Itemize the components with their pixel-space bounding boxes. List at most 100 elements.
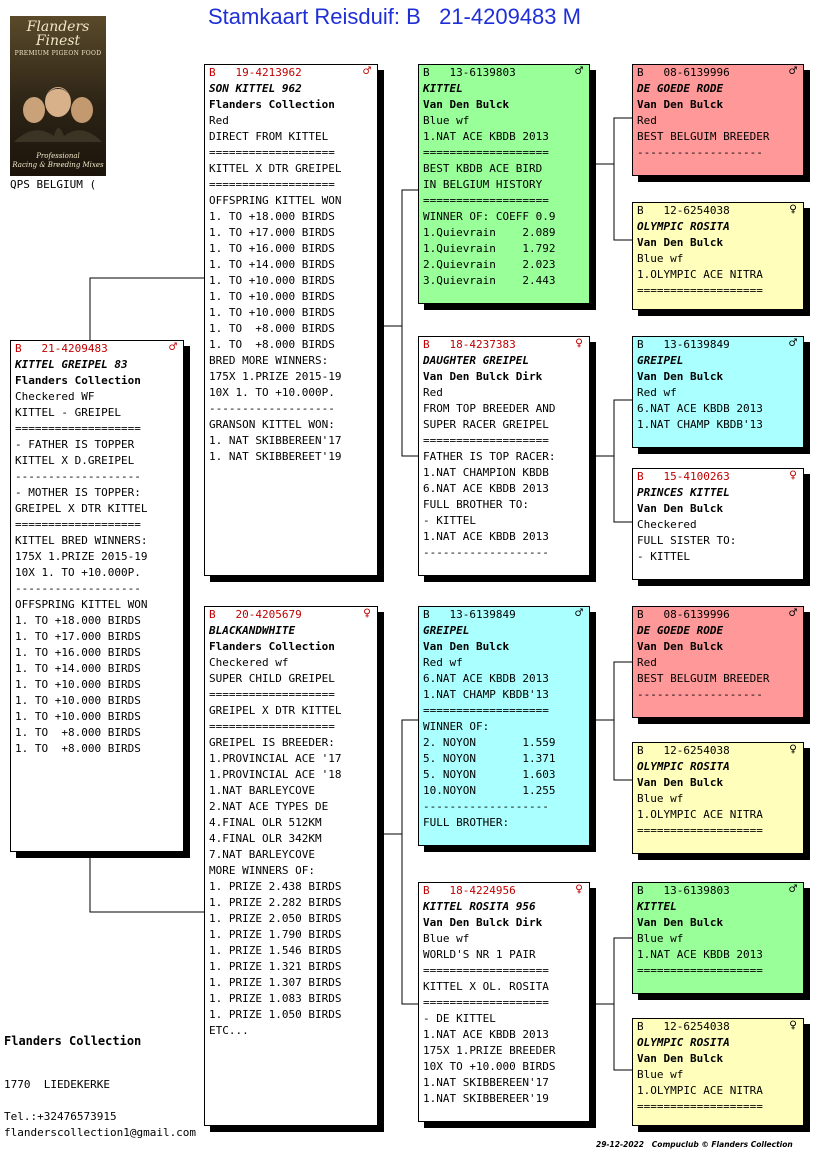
card-line: ------------------- — [637, 146, 763, 159]
card-line: 1. PRIZE 1.790 BIRDS — [209, 928, 342, 941]
ring-number: B 13-6139803 — [637, 884, 730, 897]
card-line: GRANSON KITTEL WON: — [209, 418, 335, 431]
card-header: B 08-6139996♂ — [637, 606, 799, 623]
card-line: 1. TO +10.000 BIRDS — [15, 694, 141, 707]
card-header: B 20-4205679♀ — [209, 606, 373, 623]
card-line: 1. NAT SKIBBEREET'19 — [209, 450, 342, 463]
card-line: 10X TO +10.000 BIRDS — [423, 1060, 556, 1073]
pigeon-name: DE GOEDE RODE — [637, 624, 724, 637]
breeder-name: Van Den Bulck Dirk — [423, 916, 543, 929]
card-line: 1.NAT CHAMPION KBDB — [423, 466, 549, 479]
card-line: KITTEL BRED WINNERS: — [15, 534, 148, 547]
card-header: B 12-6254038♀ — [637, 202, 799, 219]
card-line: =================== — [637, 1100, 763, 1113]
card-line: ETC... — [209, 1024, 249, 1037]
card-header: B 13-6139803♂ — [423, 64, 585, 81]
card-line: 1. TO +10.000 BIRDS — [209, 306, 335, 319]
card-line: 1. TO +17.000 BIRDS — [209, 226, 335, 239]
card-line: 6.NAT ACE KBDB 2013 — [423, 672, 549, 685]
card-line: ------------------- — [423, 546, 549, 559]
sex-icon: ♂ — [363, 64, 371, 79]
card-line: =================== — [209, 178, 335, 191]
card-line: 1. TO +10.000 BIRDS — [15, 710, 141, 723]
card-line: Blue wf — [637, 792, 684, 805]
card-line: 4.FINAL OLR 512KM — [209, 816, 322, 829]
breeder-name: Van Den Bulck Dirk — [423, 370, 543, 383]
ring-number: B 12-6254038 — [637, 1020, 730, 1033]
card-line: 1. PRIZE 1.307 BIRDS — [209, 976, 342, 989]
breeder-name: Van Den Bulck — [637, 916, 724, 929]
sex-icon: ♂ — [789, 64, 797, 79]
card-line: 1. TO +17.000 BIRDS — [15, 630, 141, 643]
card-line: FULL BROTHER: — [423, 816, 510, 829]
card-line: ------------------- — [15, 582, 141, 595]
card-line: 2.NAT ACE TYPES DE — [209, 800, 329, 813]
card-line: 1. PRIZE 1.321 BIRDS — [209, 960, 342, 973]
ring-number: B 20-4205679 — [209, 608, 302, 621]
ring-number: B 13-6139803 — [423, 66, 516, 79]
card-line: SUPER RACER GREIPEL — [423, 418, 549, 431]
ring-number: B 19-4213962 — [209, 66, 302, 79]
card-line: - FATHER IS TOPPER — [15, 438, 135, 451]
card-line: =================== — [423, 146, 549, 159]
card-line: =================== — [637, 284, 763, 297]
breeder-name: Flanders Collection — [209, 98, 335, 111]
card-line: 3.Quievrain 2.443 — [423, 274, 556, 287]
breeder-name: Van Den Bulck — [637, 1052, 724, 1065]
card-line: =================== — [637, 824, 763, 837]
card-line: 10.NOYON 1.255 — [423, 784, 556, 797]
card-line: 1. PRIZE 2.282 BIRDS — [209, 896, 342, 909]
card-line: =================== — [15, 422, 141, 435]
card-line: FATHER IS TOP RACER: — [423, 450, 556, 463]
card-line: Red — [637, 114, 657, 127]
card-line: - DE KITTEL — [423, 1012, 496, 1025]
pigeon-name: KITTEL ROSITA 956 — [423, 900, 536, 913]
card-line: 1. TO +10.000 BIRDS — [209, 290, 335, 303]
card-line: - KITTEL — [637, 550, 690, 563]
card-line: BEST BELGUIM BREEDER — [637, 130, 770, 143]
card-line: 1. TO +18.000 BIRDS — [15, 614, 141, 627]
footer-email[interactable]: flanderscollection1@gmail.com — [4, 1126, 197, 1139]
card-line: KITTEL X D.GREIPEL — [15, 454, 135, 467]
card-header: B 08-6139996♂ — [637, 64, 799, 81]
card-line: 1.OLYMPIC ACE NITRA — [637, 808, 763, 821]
pigeon-name: SON KITTEL 962 — [209, 82, 302, 95]
footer-phone: Tel.:+32476573915 — [4, 1110, 117, 1123]
card-line: 1.PROVINCIAL ACE '17 — [209, 752, 342, 765]
footer-owner-name: Flanders Collection — [4, 1034, 142, 1048]
owner-caption: QPS BELGIUM ( — [10, 178, 97, 191]
card-header: B 15-4100263♀ — [637, 468, 799, 485]
card-line: 1.NAT BARLEYCOVE — [209, 784, 315, 797]
ring-number: B 12-6254038 — [637, 744, 730, 757]
pigeon-name: GREIPEL — [423, 624, 470, 637]
sex-icon: ♀ — [789, 202, 797, 217]
card-line: OFFSPRING KITTEL WON — [209, 194, 342, 207]
page-title: Stamkaart Reisduif: B 21-4209483 M — [208, 4, 581, 29]
card-line: 175X 1.PRIZE BREEDER — [423, 1044, 556, 1057]
card-header: B 12-6254038♀ — [637, 1018, 799, 1035]
card-line: ------------------- — [637, 688, 763, 701]
card-line: 1. TO +16.000 BIRDS — [209, 242, 335, 255]
card-line: 1. TO +16.000 BIRDS — [15, 646, 141, 659]
card-line: Blue wf — [637, 252, 684, 265]
pigeon-name: KITTEL — [423, 82, 463, 95]
ring-number: B 18-4237383 — [423, 338, 516, 351]
card-line: IN BELGIUM HISTORY — [423, 178, 543, 191]
logo-portrait-image — [14, 87, 102, 142]
card-line: =================== — [423, 996, 549, 1009]
